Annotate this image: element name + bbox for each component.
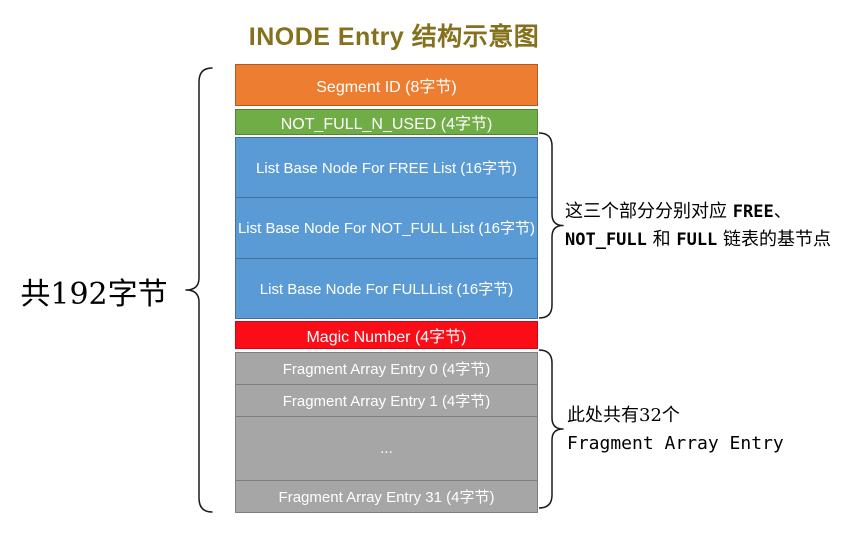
row-fragment-entry-31: Fragment Array Entry 31 (4字节) bbox=[236, 480, 537, 512]
annotation-list-nodes-line1: 这三个部分分别对应 FREE、 bbox=[565, 201, 792, 222]
list-base-nodes-group: List Base Node For FREE List (16字节) List… bbox=[235, 137, 538, 319]
full-keyword: FULL bbox=[676, 230, 718, 250]
row-list-base-free-label: List Base Node For FREE List (16字节) bbox=[256, 160, 517, 178]
row-fragment-entry-0-label: Fragment Array Entry 0 (4字节) bbox=[282, 361, 491, 378]
annotation-fragments-line2: Fragment Array Entry bbox=[567, 433, 784, 454]
row-fragment-entry-1: Fragment Array Entry 1 (4字节) bbox=[236, 384, 537, 416]
row-fragment-entry-31-label: Fragment Array Entry 31 (4字节) bbox=[278, 489, 495, 506]
row-fragment-entry-0: Fragment Array Entry 0 (4字节) bbox=[236, 353, 537, 384]
row-magic-number: Magic Number (4字节) bbox=[235, 321, 538, 349]
annotation-list-nodes-line2: NOT_FULL 和 FULL 链表的基节点 bbox=[565, 229, 832, 250]
row-list-base-full: List Base Node For FULLList (16字节) bbox=[236, 257, 537, 318]
right-brace-list-nodes bbox=[539, 132, 564, 319]
row-list-base-full-label: List Base Node For FULLList (16字节) bbox=[259, 280, 514, 298]
row-fragment-ellipsis-label: ... bbox=[380, 440, 393, 457]
left-total-brace bbox=[185, 67, 213, 513]
annotation-list-nodes: 这三个部分分别对应 FREE、 NOT_FULL 和 FULL 链表的基节点 bbox=[565, 198, 831, 254]
fragment-array-group: Fragment Array Entry 0 (4字节) Fragment Ar… bbox=[235, 352, 538, 513]
annotation-fragments: 此处共有32个 Fragment Array Entry bbox=[567, 402, 784, 458]
row-fragment-entry-1-label: Fragment Array Entry 1 (4字节) bbox=[282, 393, 491, 410]
row-not-full-n-used-label: NOT_FULL_N_USED (4字节) bbox=[280, 116, 493, 133]
free-keyword: FREE bbox=[732, 202, 774, 222]
total-size-label: 共192字节 bbox=[20, 277, 168, 312]
row-segment-id-label: Segment ID (8字节) bbox=[316, 79, 457, 96]
annotation-fragments-line1: 此处共有32个 bbox=[567, 405, 680, 426]
row-segment-id: Segment ID (8字节) bbox=[235, 64, 538, 106]
not-full-keyword: NOT_FULL bbox=[565, 230, 647, 250]
row-list-base-not-full-label: List Base Node For NOT_FULL List (16字节) bbox=[237, 220, 536, 238]
right-brace-fragments bbox=[539, 349, 564, 509]
page-title: INODE Entry 结构示意图 bbox=[248, 23, 540, 51]
row-fragment-ellipsis: ... bbox=[236, 416, 537, 480]
row-magic-number-label: Magic Number (4字节) bbox=[306, 329, 467, 346]
row-list-base-not-full: List Base Node For NOT_FULL List (16字节) bbox=[236, 197, 537, 257]
row-not-full-n-used: NOT_FULL_N_USED (4字节) bbox=[235, 109, 538, 135]
row-list-base-free: List Base Node For FREE List (16字节) bbox=[236, 138, 537, 197]
